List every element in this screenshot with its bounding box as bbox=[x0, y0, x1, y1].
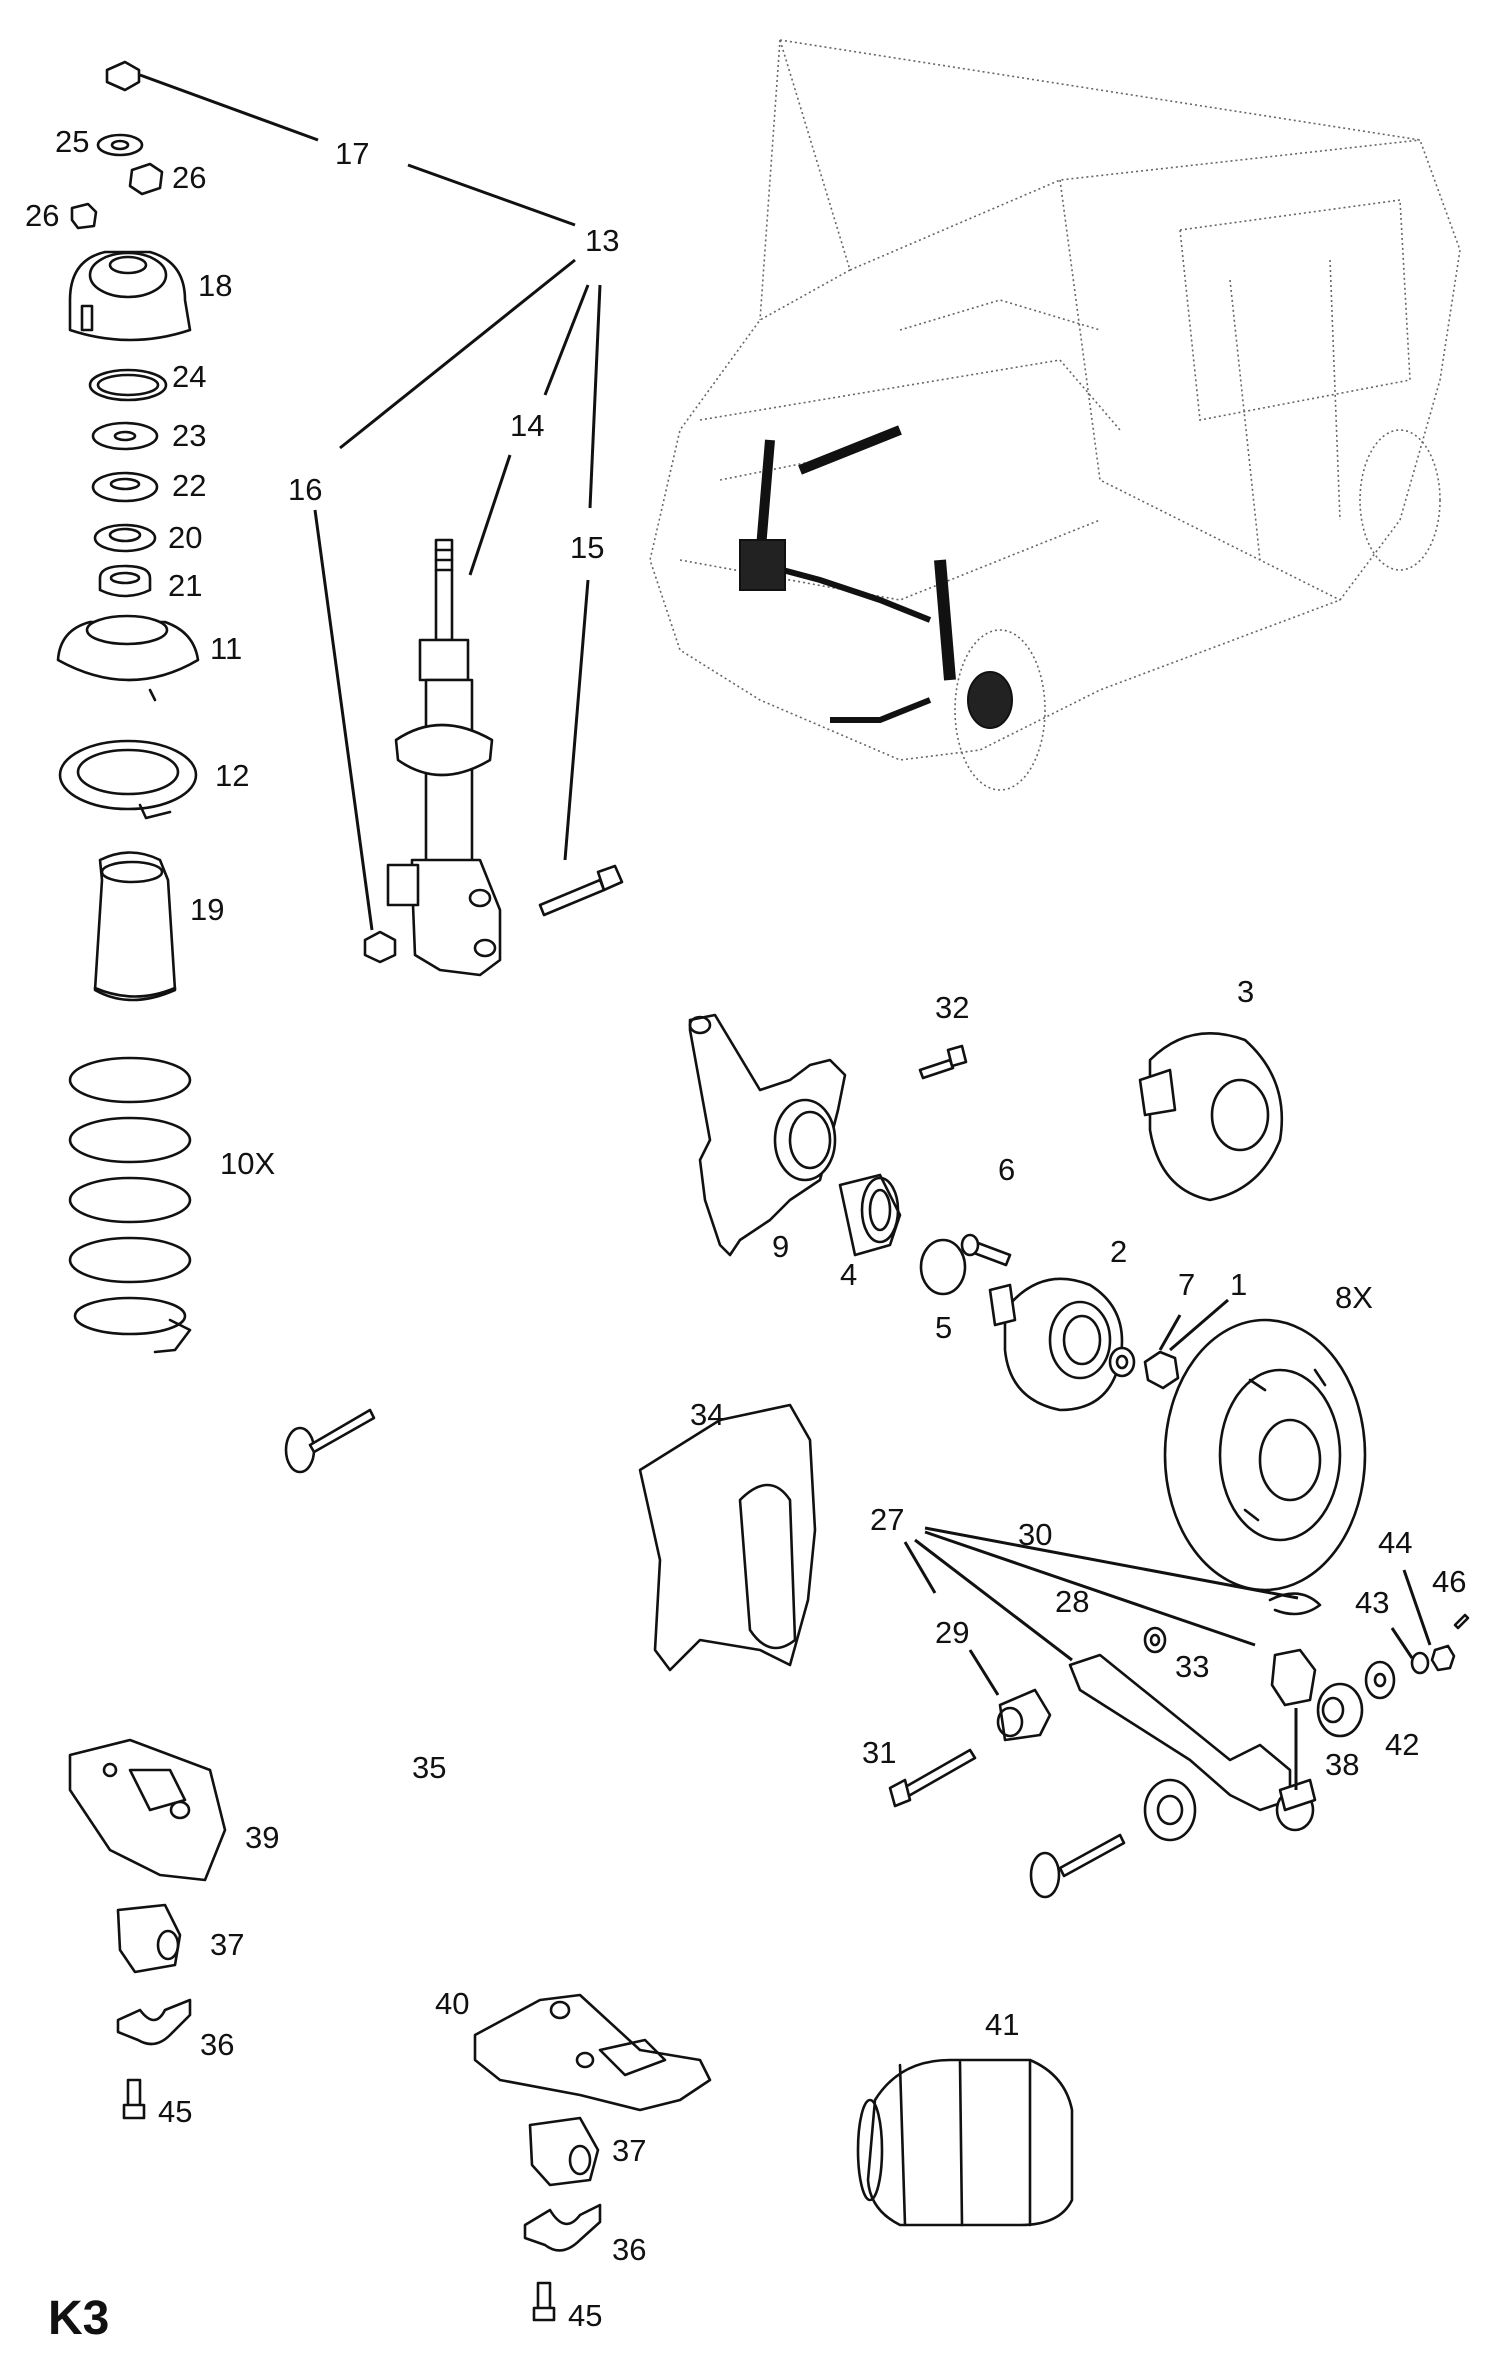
callout-36: 36 bbox=[200, 2027, 234, 2062]
callout-45: 45 bbox=[158, 2094, 192, 2129]
callout-36b: 36 bbox=[612, 2232, 646, 2267]
callout-40: 40 bbox=[435, 1986, 469, 2021]
callout-24: 24 bbox=[172, 359, 206, 394]
strut-assembly bbox=[363, 538, 624, 977]
callout-1: 1 bbox=[1230, 1267, 1247, 1302]
callout-46: 46 bbox=[1432, 1564, 1466, 1599]
callout-21: 21 bbox=[168, 568, 202, 603]
callout-3: 3 bbox=[1237, 974, 1254, 1009]
callout-16: 16 bbox=[288, 472, 322, 507]
callout-7: 7 bbox=[1178, 1267, 1195, 1302]
callout-12: 12 bbox=[215, 758, 249, 793]
callout-41: 41 bbox=[985, 2007, 1019, 2042]
callout-22: 22 bbox=[172, 468, 206, 503]
callout-34: 34 bbox=[690, 1397, 724, 1432]
callout-4: 4 bbox=[840, 1257, 857, 1292]
callout-32: 32 bbox=[935, 990, 969, 1025]
callout-30: 30 bbox=[1018, 1517, 1052, 1552]
callout-27: 27 bbox=[870, 1502, 904, 1537]
callout-8X: 8X bbox=[1335, 1280, 1373, 1315]
callout-14: 14 bbox=[510, 408, 544, 443]
callout-19: 19 bbox=[190, 892, 224, 927]
coil-spring bbox=[68, 1056, 192, 1354]
callout-18: 18 bbox=[198, 268, 232, 303]
callout-29: 29 bbox=[935, 1615, 969, 1650]
lower-arm-group bbox=[888, 1592, 1470, 1842]
callout-45b: 45 bbox=[568, 2298, 602, 2333]
callout-31: 31 bbox=[862, 1735, 896, 1770]
callout-35: 35 bbox=[412, 1750, 446, 1785]
callout-26b: 26 bbox=[25, 198, 59, 233]
callout-43: 43 bbox=[1355, 1585, 1389, 1620]
callout-42: 42 bbox=[1385, 1727, 1419, 1762]
callout-15: 15 bbox=[570, 530, 604, 565]
callout-23: 23 bbox=[172, 418, 206, 453]
callout-28: 28 bbox=[1055, 1584, 1089, 1619]
callout-37b: 37 bbox=[612, 2133, 646, 2168]
diagram-title: K3 bbox=[48, 2292, 109, 2345]
brackets-clamps bbox=[68, 1738, 1074, 2322]
callout-11: 11 bbox=[210, 631, 242, 666]
callout-38: 38 bbox=[1325, 1747, 1359, 1782]
callout-5: 5 bbox=[935, 1310, 952, 1345]
top-mount-stack bbox=[56, 60, 200, 1354]
callout-labels: 1 2 3 4 5 6 7 8X 9 10X 11 12 13 14 15 16… bbox=[25, 124, 1466, 2333]
hub-parts bbox=[688, 1013, 1367, 1592]
callout-37: 37 bbox=[210, 1927, 244, 1962]
callout-25: 25 bbox=[55, 124, 89, 159]
callout-13: 13 bbox=[585, 223, 619, 258]
callout-20: 20 bbox=[168, 520, 202, 555]
callout-39: 39 bbox=[245, 1820, 279, 1855]
callout-26: 26 bbox=[172, 160, 206, 195]
callout-6: 6 bbox=[998, 1152, 1015, 1187]
callout-9: 9 bbox=[772, 1229, 789, 1264]
callout-17: 17 bbox=[335, 136, 369, 171]
callout-44: 44 bbox=[1378, 1525, 1412, 1560]
callout-33: 33 bbox=[1175, 1649, 1209, 1684]
vehicle-outline bbox=[649, 39, 1461, 791]
callout-10X: 10X bbox=[220, 1146, 275, 1181]
leader-lines bbox=[139, 73, 1432, 1790]
anti-roll-bar bbox=[144, 1408, 1126, 1928]
splash-shield bbox=[638, 1403, 817, 1672]
callout-2: 2 bbox=[1110, 1234, 1127, 1269]
